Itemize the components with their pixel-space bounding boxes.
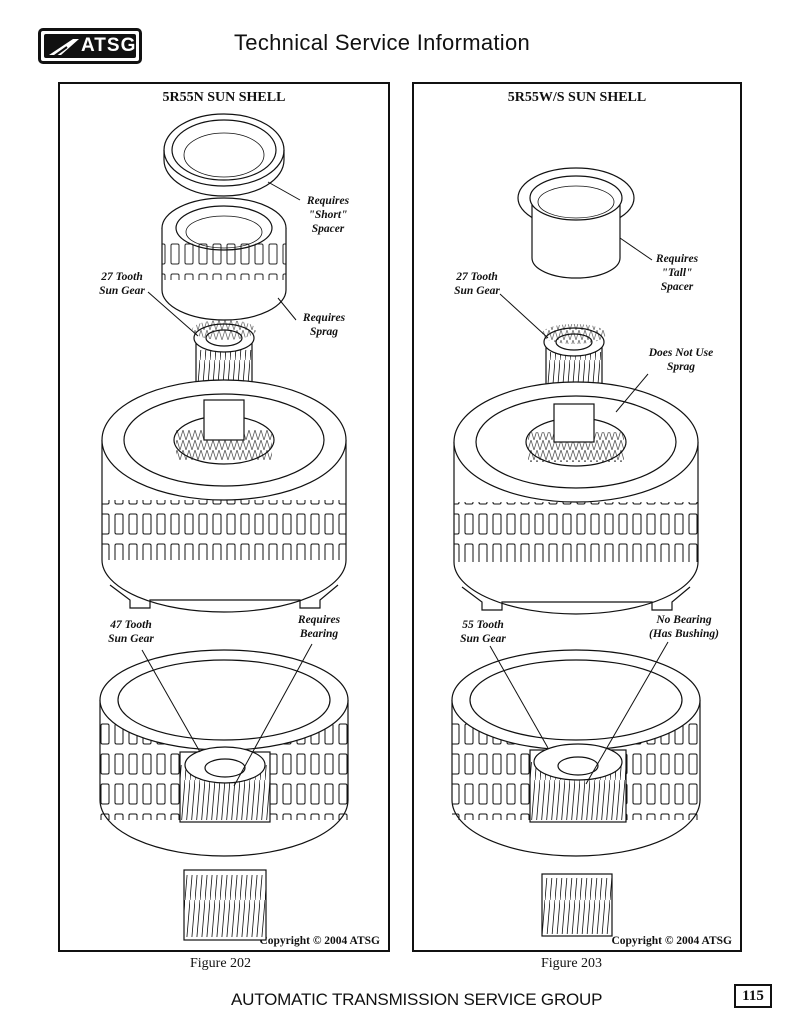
sun-shell-upper-drawing — [453, 381, 699, 615]
callout-does-not-use-sprag: Does Not Use Sprag — [648, 347, 714, 373]
footer-org: AUTOMATIC TRANSMISSION SERVICE GROUP — [231, 990, 603, 1009]
copyright: Copyright © 2004 ATSG — [611, 935, 732, 947]
page-number: 115 — [734, 984, 772, 1008]
figure-202-label: Figure 202 — [190, 956, 252, 971]
atsg-logo: ATSG — [38, 28, 142, 64]
wing-logo-icon — [49, 39, 79, 58]
page-title: Technical Service Information — [234, 30, 531, 55]
sprag-drawing — [161, 197, 287, 321]
callout-tall-spacer: Requires "Tall" Spacer — [655, 253, 699, 293]
callout-requires-sprag: Requires Sprag — [302, 312, 346, 338]
callout-requires-bearing: Requires Bearing — [297, 614, 341, 640]
callout-55-tooth-sun-gear: 55 Tooth Sun Gear — [460, 619, 506, 645]
copyright: Copyright © 2004 ATSG — [259, 935, 380, 947]
callout-27-tooth-sun-gear: 27 Tooth Sun Gear — [99, 271, 145, 297]
short-spacer-drawing — [163, 113, 285, 197]
callout-no-bearing: No Bearing (Has Bushing) — [649, 614, 719, 640]
panel-title: 5R55W/S SUN SHELL — [507, 90, 647, 105]
panel-title: 5R55N SUN SHELL — [162, 90, 286, 105]
planet-carrier-drawing — [99, 649, 349, 941]
sun-shell-upper-drawing — [101, 379, 347, 613]
callout-47-tooth-sun-gear: 47 Tooth Sun Gear — [108, 619, 154, 645]
logo-text: ATSG — [81, 35, 137, 56]
callout-27-tooth-sun-gear: 27 Tooth Sun Gear — [454, 271, 500, 297]
figure-203-label: Figure 203 — [541, 956, 603, 971]
callout-short-spacer: Requires "Short" Spacer — [306, 195, 350, 235]
tall-spacer-drawing — [517, 167, 635, 279]
planet-carrier-drawing — [451, 649, 701, 937]
